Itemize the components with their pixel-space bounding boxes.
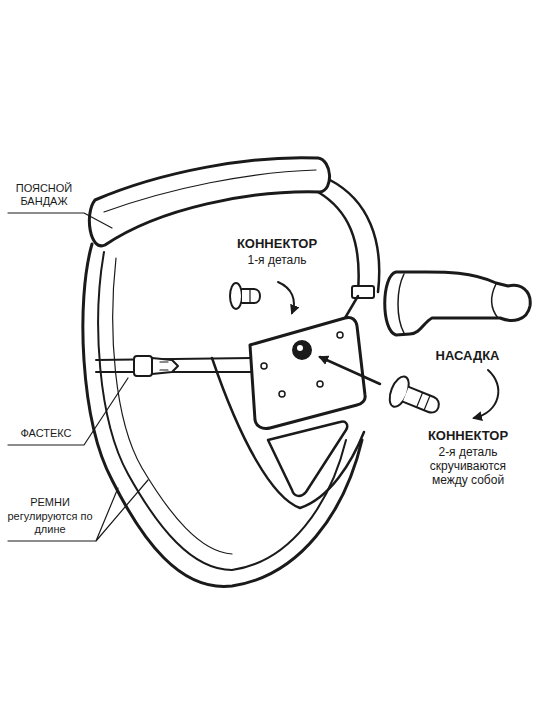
label-box: регулируются по длине [4,510,96,536]
part-heading: КОННЕКТОР [222,236,332,251]
label-box: НАСАДКА [420,348,515,363]
part-note: 2-я деталь скручиваются между собой [412,445,524,487]
part-heading: КОННЕКТОР [412,428,524,443]
part-note: регулируются по длине [4,510,96,536]
part-heading: НАСАДКА [420,348,515,363]
label-box: ПОЯСНОЙ БАНДАЖ [4,182,84,208]
label-box: КОННЕКТОР [412,428,524,443]
part-label: РЕМНИ [4,496,96,509]
label-box: 2-я деталь скручиваются между собой [412,445,524,487]
part-note: 1-я деталь [222,253,332,267]
label-box: КОННЕКТОР [222,236,332,251]
label-box: РЕМНИ [4,496,96,509]
label-box: ФАСТЕКС [4,427,88,440]
part-label: ПОЯСНОЙ БАНДАЖ [4,182,84,208]
part-label: ФАСТЕКС [4,427,88,440]
label-box: 1-я деталь [222,253,332,267]
